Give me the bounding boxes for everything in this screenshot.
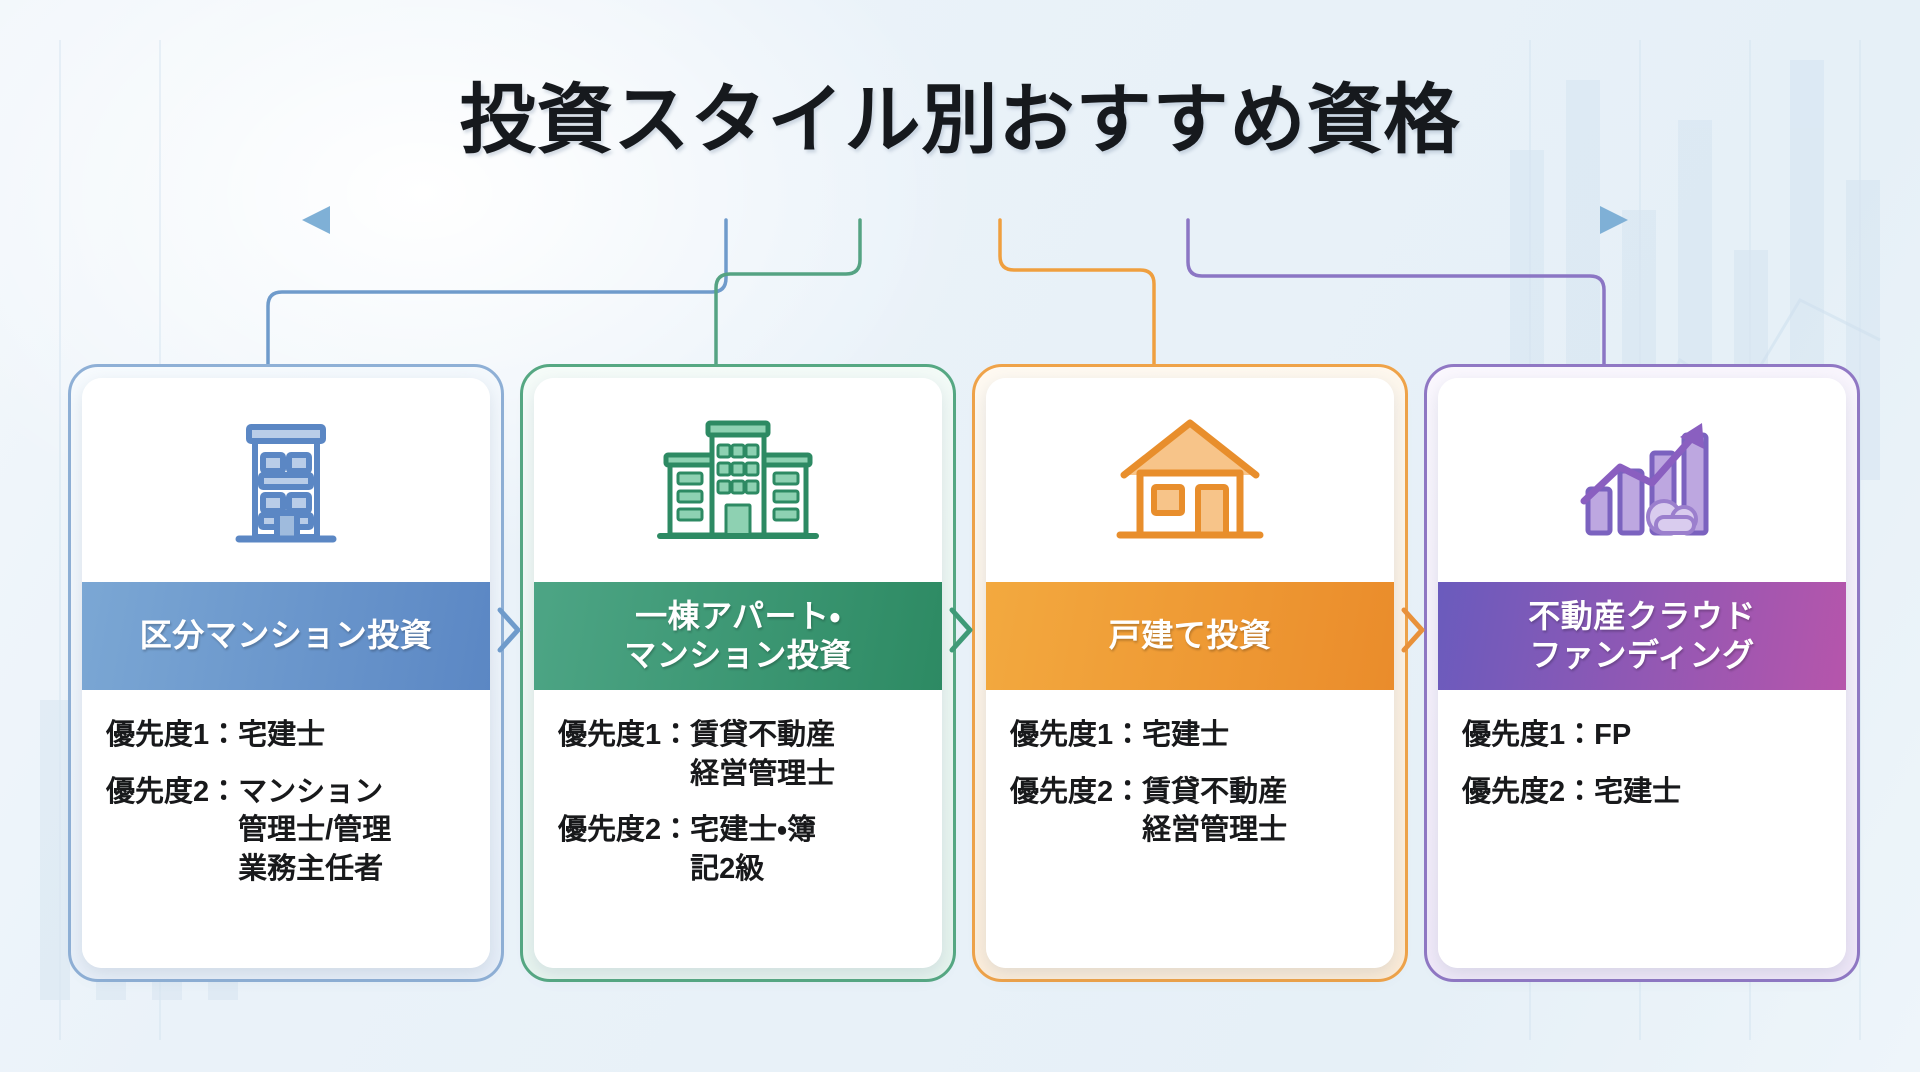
priority-label: 優先度1： (558, 719, 691, 751)
house-icon (986, 378, 1394, 582)
card-inner: 不動産クラウド ファンディング 優先度1： FP 優先度2： 宅建士 (1438, 378, 1846, 968)
priority-row: 優先度2： 宅建士・簿 記2級 (558, 811, 918, 888)
chevron-right-icon (497, 607, 521, 653)
priority-row: 優先度2： 宅建士 (1462, 773, 1822, 812)
card-ittou-apart[interactable]: 一棟アパート・ マンション投資 優先度1： 賃貸不動産 経営管理士 優先度2： … (512, 364, 973, 984)
priority-label: 優先度1： (1462, 719, 1595, 751)
priority-row: 優先度1： 賃貸不動産 経営管理士 (558, 716, 918, 793)
card-body: 優先度1： 賃貸不動産 経営管理士 優先度2： 宅建士・簿 記2級 (534, 690, 942, 968)
priority-value: 賃貸不動産 経営管理士 (690, 719, 836, 790)
card-kodate[interactable]: 戸建て投資 優先度1： 宅建士 優先度2： 賃貸不動産 経営管理士 (964, 364, 1425, 984)
priority-value: マンション 管理士/管理 業務主任者 (238, 775, 392, 885)
priority-row: 優先度1： FP (1462, 716, 1822, 755)
card-crowdfunding[interactable]: 不動産クラウド ファンディング 優先度1： FP 優先度2： 宅建士 (1416, 364, 1868, 984)
priority-row: 優先度2： マンション 管理士/管理 業務主任者 (106, 773, 466, 889)
priority-label: 優先度2： (1010, 775, 1143, 808)
priority-label: 優先度1： (106, 719, 239, 751)
card-body: 優先度1： 宅建士 優先度2： マンション 管理士/管理 業務主任者 (82, 690, 490, 968)
page-title: 投資スタイル別おすすめ資格 (459, 78, 1461, 163)
arrow-head-right (1600, 206, 1628, 234)
spectrum-arrow (302, 206, 1628, 234)
priority-label: 優先度2： (558, 814, 691, 847)
card-body: 優先度1： 宅建士 優先度2： 賃貸不動産 経営管理士 (986, 690, 1394, 968)
chevron-right-icon (1401, 607, 1425, 653)
card-title: 一棟アパート・ マンション投資 (534, 582, 942, 690)
priority-value: FP (1594, 719, 1632, 751)
chevron-right-icon (949, 607, 973, 653)
priority-value: 宅建士 (1142, 719, 1230, 751)
priority-row: 優先度2： 賃貸不動産 経営管理士 (1010, 773, 1370, 850)
card-title: 区分マンション投資 (82, 582, 490, 690)
priority-value: 賃貸不動産 経営管理士 (1142, 775, 1288, 847)
card-row: 区分マンション投資 優先度1： 宅建士 優先度2： マンション 管理士/管理 業… (60, 364, 1870, 994)
priority-value: 宅建士 (1594, 775, 1682, 808)
priority-value: 宅建士・簿 記2級 (690, 814, 817, 885)
priority-label: 優先度2： (106, 775, 239, 808)
arrow-head-left (302, 206, 330, 234)
office-building-icon (534, 378, 942, 582)
card-body: 優先度1： FP 優先度2： 宅建士 (1438, 690, 1846, 968)
card-inner: 区分マンション投資 優先度1： 宅建士 優先度2： マンション 管理士/管理 業… (82, 378, 490, 968)
card-inner: 一棟アパート・ マンション投資 優先度1： 賃貸不動産 経営管理士 優先度2： … (534, 378, 942, 968)
priority-value: 宅建士 (238, 719, 326, 751)
priority-row: 優先度1： 宅建士 (106, 716, 466, 755)
priority-row: 優先度1： 宅建士 (1010, 716, 1370, 755)
card-inner: 戸建て投資 優先度1： 宅建士 優先度2： 賃貸不動産 経営管理士 (986, 378, 1394, 968)
card-kubun-mansion[interactable]: 区分マンション投資 優先度1： 宅建士 優先度2： マンション 管理士/管理 業… (60, 364, 521, 984)
card-title: 戸建て投資 (986, 582, 1394, 690)
growth-chart-icon (1438, 378, 1846, 582)
priority-label: 優先度1： (1010, 719, 1143, 751)
apartment-building-icon (82, 378, 490, 582)
card-title: 不動産クラウド ファンディング (1438, 582, 1846, 690)
priority-label: 優先度2： (1462, 775, 1595, 808)
